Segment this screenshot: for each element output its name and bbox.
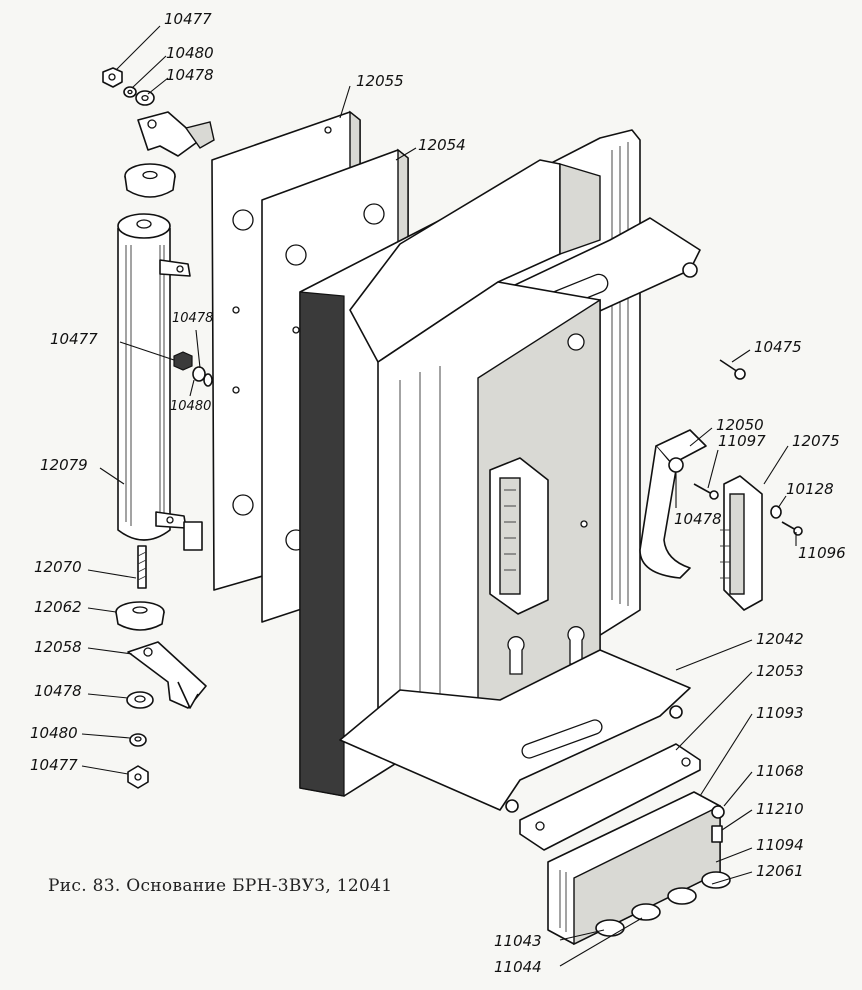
cylinder-12079 [117,213,203,551]
label-11093: 11093 [756,704,804,722]
label-10480-bot: 10480 [30,724,78,742]
base-bottom-tray-12042 [339,649,691,813]
label-10478-bot: 10478 [34,682,82,700]
label-11043: 11043 [494,932,542,950]
bracket-top [137,111,215,157]
label-11096: 11096 [798,544,846,562]
cap-12062-bottom [115,601,165,631]
connector-strip [489,457,549,615]
stud-12070 [137,545,147,589]
washer-10478-bot [126,691,154,709]
label-11097: 11097 [718,432,766,450]
base-front-box [377,281,601,762]
label-10477-bot: 10477 [30,756,78,774]
holder-12075 [720,475,763,611]
label-10480-mid: 10480 [170,399,211,414]
screw-11096 [781,521,803,536]
label-12053: 12053 [756,662,804,680]
clamp-12050 [639,429,707,579]
label-10480-top: 10480 [166,44,214,62]
label-10477-mid: 10477 [50,330,98,348]
label-10478-top: 10478 [166,66,214,84]
plate-12053 [519,743,701,851]
nut-10128 [770,505,782,519]
screw-11068 [711,805,725,819]
nut-10477-top [102,67,123,88]
mid-hardware [173,351,213,387]
label-10477-top: 10477 [164,10,212,28]
figure-caption: Рис. 83. Основание БРН-3ВУ3, 12041 [48,876,393,896]
cap-12062-top [124,163,176,198]
label-12070: 12070 [34,558,82,576]
label-12061: 12061 [756,862,804,880]
label-10478-right: 10478 [674,510,722,528]
label-12042: 12042 [756,630,804,648]
spring-11210 [711,825,723,843]
washer-10478-top [135,90,155,106]
label-12062: 12062 [34,598,82,616]
pin-11097 [693,483,719,500]
label-12054: 12054 [418,136,466,154]
leader-lines [81,25,797,967]
label-12075: 12075 [792,432,840,450]
label-12079: 12079 [40,456,88,474]
washer-10480-top [123,86,137,98]
label-10478-mid: 10478 [172,311,213,326]
nut-10477-bot [127,765,149,789]
label-11094: 11094 [756,836,804,854]
screw-10475 [719,359,746,380]
terminal-block-11093 [547,791,731,946]
label-12058: 12058 [34,638,82,656]
label-10128: 10128 [786,480,834,498]
label-11044: 11044 [494,958,542,976]
washer-10480-bot [129,733,147,747]
bracket-12058 [127,641,207,709]
label-12055: 12055 [356,72,404,90]
label-11210: 11210 [756,800,804,818]
label-10475: 10475 [754,338,802,356]
label-11068: 11068 [756,762,804,780]
label-12050: 12050 [716,416,764,434]
